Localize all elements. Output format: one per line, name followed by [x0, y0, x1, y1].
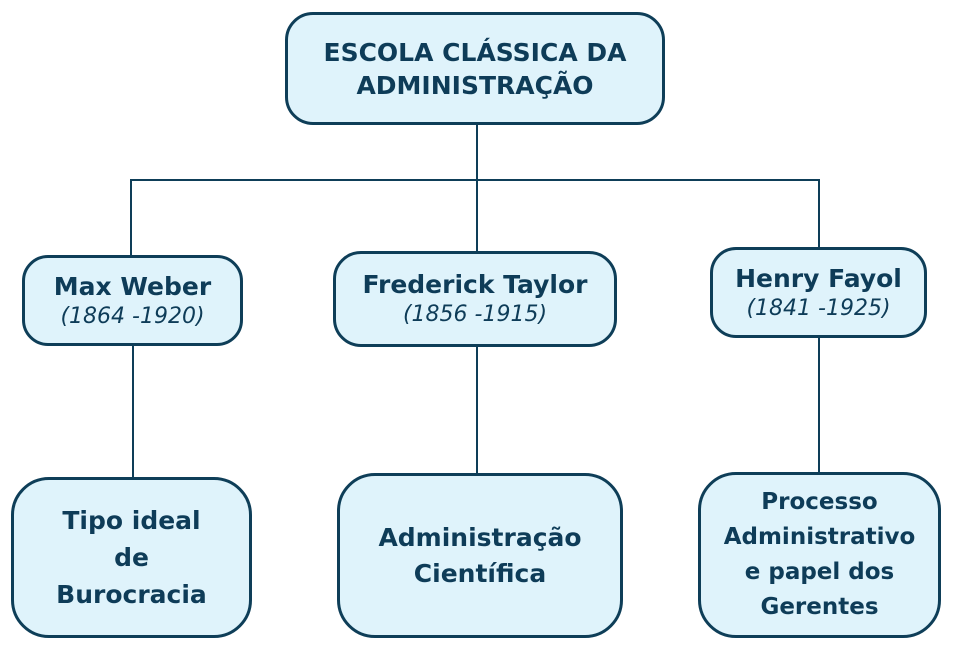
contribution-line: Gerentes: [760, 594, 879, 620]
connector-weber-drop: [130, 179, 132, 256]
contribution-line: Administração: [378, 522, 582, 552]
node-max-weber: Max Weber (1864 -1920): [22, 255, 243, 346]
connector-fayol-drop: [818, 179, 820, 248]
person-years: (1856 -1915): [402, 302, 548, 327]
person-name: Frederick Taylor: [362, 270, 588, 299]
contribution-line: Tipo ideal: [62, 506, 201, 535]
person-name: Henry Fayol: [735, 263, 902, 293]
contribution-line: Administrativo: [723, 524, 916, 550]
person-name: Max Weber: [53, 271, 212, 301]
contribution-line: Processo: [761, 489, 878, 515]
root-title-line: ADMINISTRAÇÃO: [356, 70, 594, 100]
person-years: (1841 -1925): [746, 295, 891, 321]
connector-taylor-drop: [476, 179, 478, 252]
node-frederick-taylor: Frederick Taylor (1856 -1915): [333, 251, 617, 347]
connector-horizontal-bar: [130, 179, 820, 181]
connector-root-stem: [476, 125, 478, 181]
connector-fayol-contribution: [818, 338, 820, 473]
node-processo-administrativo: Processo Administrativo e papel dos Gere…: [698, 472, 941, 638]
contribution-line: e papel dos: [744, 559, 895, 585]
person-years: (1864 -1920): [60, 303, 205, 329]
node-escola-classica: ESCOLA CLÁSSICA DA ADMINISTRAÇÃO: [285, 12, 665, 125]
root-title-line: ESCOLA CLÁSSICA DA: [323, 37, 627, 67]
connector-weber-contribution: [132, 346, 134, 478]
node-henry-fayol: Henry Fayol (1841 -1925): [710, 247, 927, 338]
node-administracao-cientifica: Administração Científica: [337, 473, 623, 638]
contribution-line: Científica: [413, 558, 547, 588]
node-tipo-ideal-burocracia: Tipo ideal de Burocracia: [11, 477, 252, 638]
contribution-line: de: [114, 543, 149, 572]
contribution-line: Burocracia: [56, 580, 207, 609]
connector-taylor-contribution: [476, 347, 478, 474]
